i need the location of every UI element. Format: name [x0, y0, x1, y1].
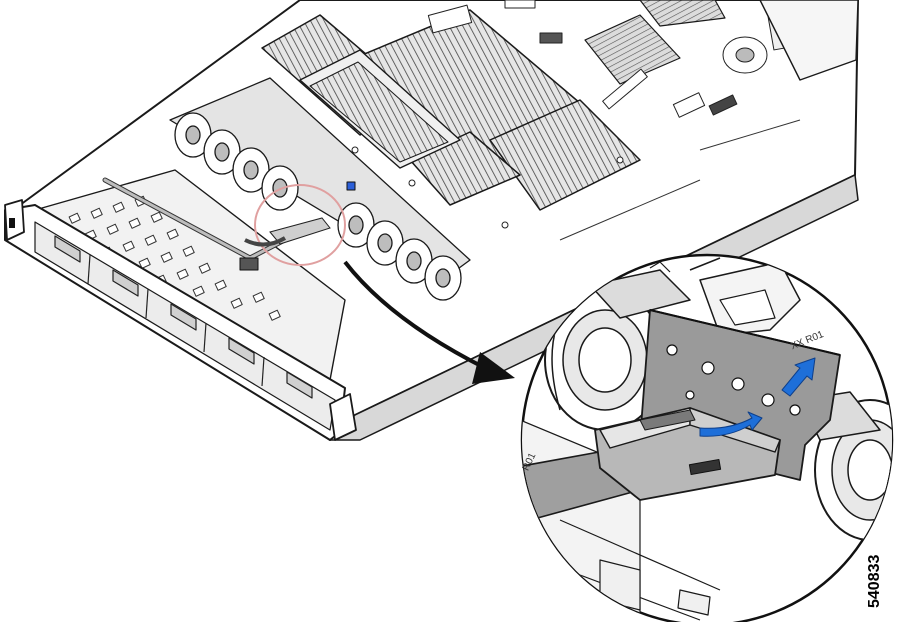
zoom-fan-left — [544, 289, 666, 431]
blue-touch-point — [346, 181, 356, 191]
heatsink-right — [489, 99, 641, 211]
zoom-detail: XX R01 R01 — [521, 253, 894, 622]
lift-arrow — [781, 357, 816, 397]
left-ear-logo — [9, 218, 15, 228]
right-rack-ear — [329, 393, 357, 441]
drive-bays — [54, 235, 313, 399]
rotate-arrow — [699, 411, 763, 437]
figure-id-label: 540833 — [866, 554, 883, 608]
chip-top — [639, 0, 726, 27]
callout-pointer-arrow — [343, 260, 515, 384]
rear-bay — [759, 0, 859, 81]
connector-label-plate — [688, 458, 722, 476]
heatsink-board — [584, 14, 681, 85]
fan-modules — [169, 77, 471, 301]
cable-clip — [239, 257, 259, 271]
figure-id: 540833 — [852, 548, 892, 608]
callout-circle — [254, 184, 346, 266]
